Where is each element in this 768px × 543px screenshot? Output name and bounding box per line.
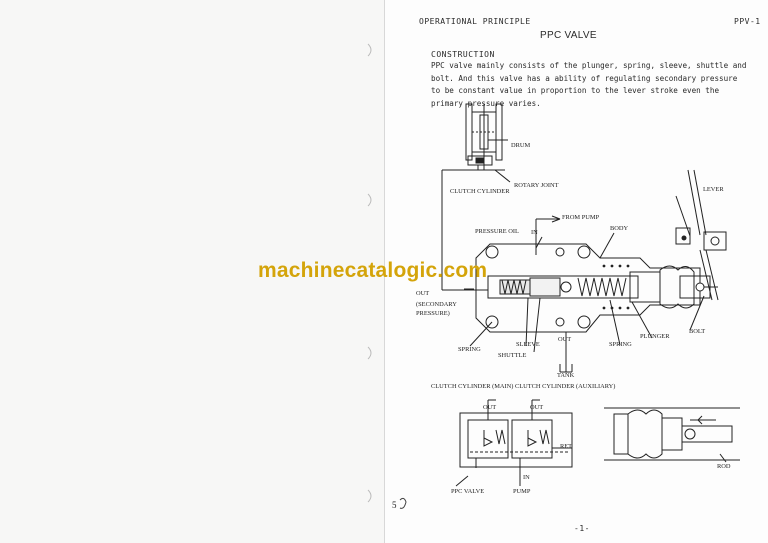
page-code: PPV-1	[734, 17, 761, 26]
label-body: BODY	[610, 225, 629, 232]
right-page	[385, 0, 768, 543]
hydraulic-schematic	[455, 399, 573, 487]
margin-mark: 5	[392, 500, 397, 510]
label-shuttle: SHUTTLE	[498, 352, 527, 359]
label-secondary-2: PRESSURE)	[416, 310, 450, 317]
page-number: -1-	[574, 524, 590, 533]
rod-drawing	[604, 407, 740, 463]
label-secondary-1: (SECONDARY	[416, 301, 457, 308]
label-ppc-valve: PPC VALVE	[451, 488, 485, 495]
construction-heading: CONSTRUCTION	[431, 50, 495, 59]
label-in: IN	[531, 229, 538, 236]
label-drum: DRUM	[511, 142, 531, 149]
label-lever: LEVER	[703, 186, 724, 193]
label-plunger: PLUNGER	[640, 333, 670, 340]
label-spring-right: SPRING	[609, 341, 632, 348]
label-clutch-main-aux: CLUTCH CYLINDER (MAIN) CLUTCH CYLINDER (…	[431, 383, 616, 390]
label-tank: TANK	[557, 372, 575, 379]
label-pressure-oil: PRESSURE OIL	[475, 228, 519, 235]
label-from-pump: FROM PUMP	[562, 214, 600, 221]
binding-hole-marks	[367, 43, 372, 503]
drum-drawing	[465, 103, 508, 170]
label-spring-left: SPRING	[458, 346, 481, 353]
label-rod: ROD	[717, 463, 731, 470]
label-clutch-cylinder: CLUTCH CYLINDER	[450, 188, 510, 195]
label-out-bottom: OUT	[558, 336, 572, 343]
label-sleeve: SLEEVE	[516, 341, 540, 348]
label-out-main: OUT	[483, 404, 497, 411]
label-ret: RET	[560, 443, 573, 450]
page-fold	[384, 0, 385, 543]
page-title: PPC VALVE	[540, 30, 597, 41]
construction-paragraph: PPC valve mainly consists of the plunger…	[431, 61, 747, 108]
left-blank-page	[0, 0, 384, 543]
valve-body-drawing	[475, 243, 718, 333]
watermark: machinecatalogic.com	[258, 259, 488, 282]
label-out-aux: OUT	[530, 404, 544, 411]
label-pump: PUMP	[513, 488, 531, 495]
section-header: OPERATIONAL PRINCIPLE	[419, 17, 531, 26]
label-out-left: OUT	[416, 290, 430, 297]
label-rotary-joint: ROTARY JOINT	[514, 182, 559, 189]
label-bolt: BOLT	[689, 328, 706, 335]
lever-drawing	[675, 169, 727, 301]
label-in-bottom: IN	[523, 474, 530, 481]
